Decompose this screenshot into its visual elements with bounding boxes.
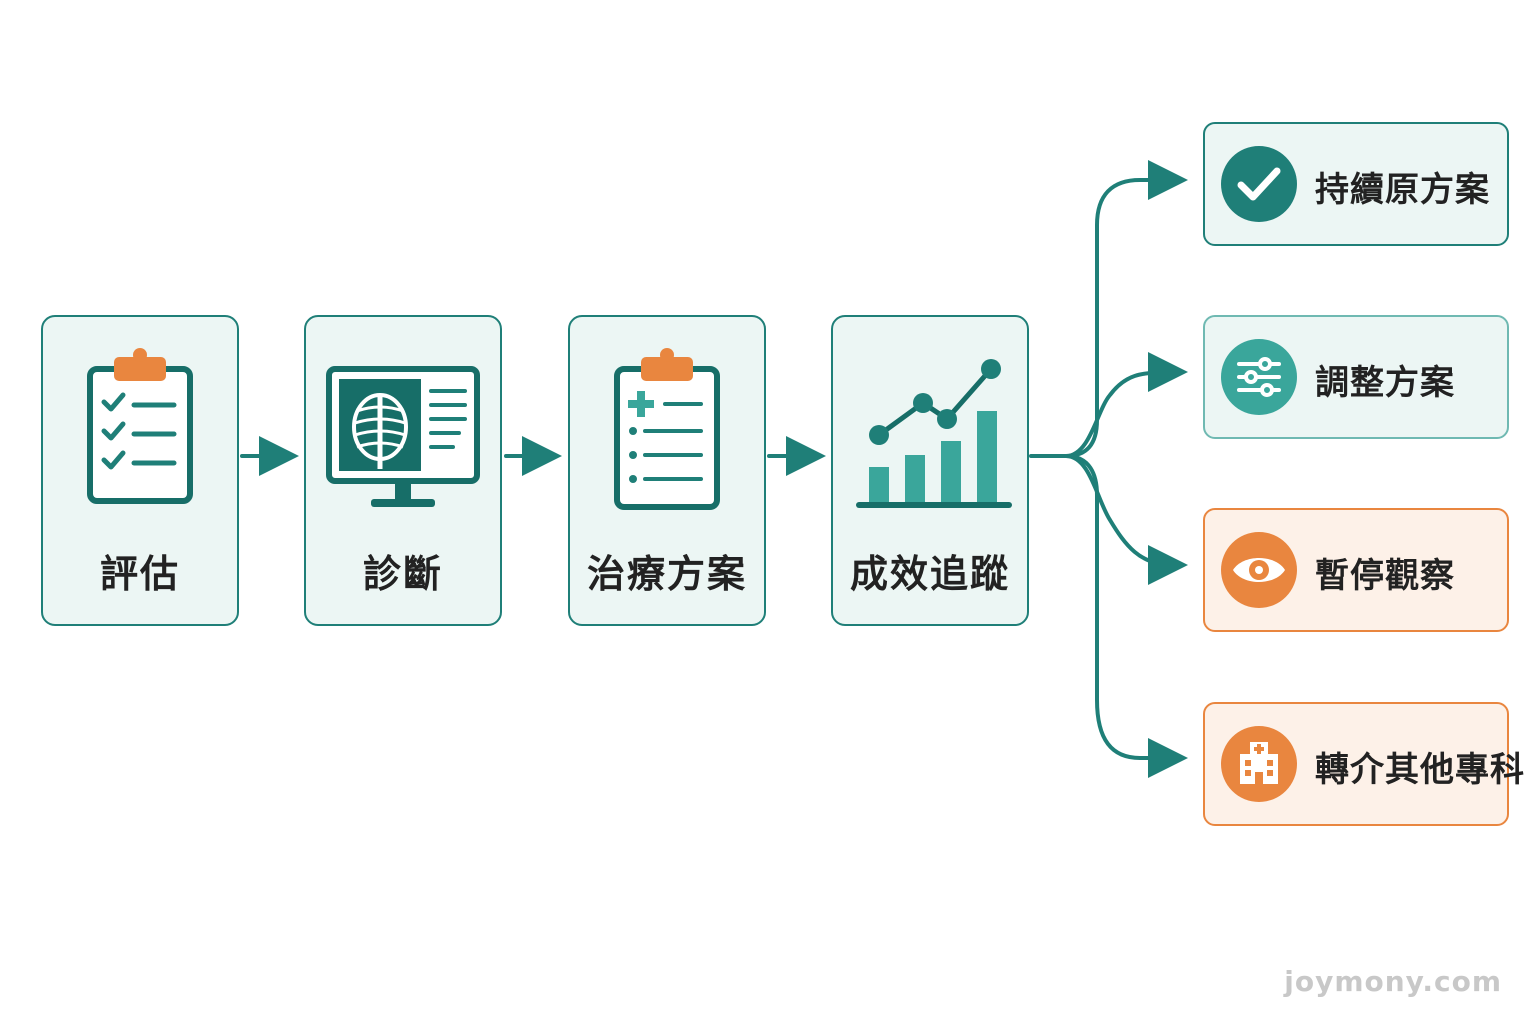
branch-to-outcome4 (1064, 454, 1188, 778)
watermark: joymony.com (1284, 965, 1502, 998)
outcome-label: 暫停觀察 (1315, 556, 1455, 596)
step-label: 治療方案 (586, 552, 747, 596)
step-assessment: 評估 (41, 315, 239, 626)
checkmark-icon (1221, 146, 1297, 222)
xray-monitor-icon (306, 345, 500, 525)
sliders-icon (1221, 339, 1297, 415)
step-label: 成效追蹤 (849, 552, 1010, 596)
step-treatment-plan: 治療方案 (568, 315, 766, 626)
outcome-pause-observe: 暫停觀察 (1203, 508, 1509, 632)
outcome-continue-plan: 持續原方案 (1203, 122, 1509, 246)
step-outcome-tracking: 成效追蹤 (831, 315, 1029, 626)
eye-icon (1221, 532, 1297, 608)
outcome-label: 持續原方案 (1315, 170, 1490, 210)
outcome-label: 調整方案 (1315, 363, 1455, 403)
growth-chart-icon (833, 345, 1027, 525)
hospital-icon (1221, 726, 1297, 802)
branch-to-outcome2 (1064, 352, 1188, 458)
clipboard-checklist-icon (43, 345, 237, 525)
outcome-adjust-plan: 調整方案 (1203, 315, 1509, 439)
step-label: 診斷 (362, 552, 443, 596)
branch-to-outcome1 (1064, 160, 1188, 458)
branch-to-outcome3 (1064, 454, 1188, 585)
outcome-label: 轉介其他專科 (1315, 750, 1525, 790)
step-label: 評估 (99, 552, 180, 596)
outcome-refer-specialist: 轉介其他專科 (1203, 702, 1525, 826)
step-diagnosis: 診斷 (304, 315, 502, 626)
medical-plan-clipboard-icon (570, 345, 764, 525)
